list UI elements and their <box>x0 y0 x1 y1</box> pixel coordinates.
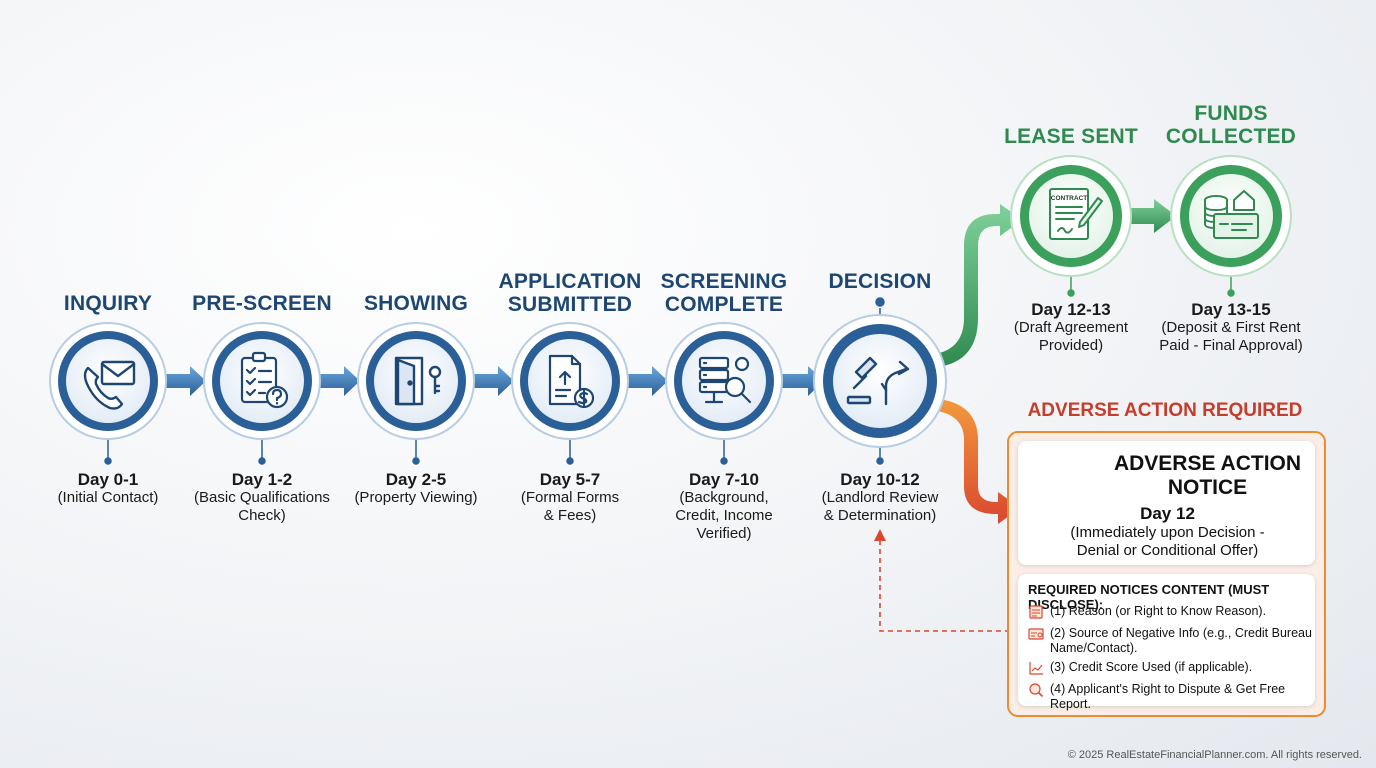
required-notices-card <box>1018 574 1315 706</box>
day-description: (Initial Contact) <box>57 489 159 506</box>
dispute-magnifier-icon <box>1029 683 1044 697</box>
clipboard-checklist-icon <box>240 351 289 409</box>
arrow-3-4 <box>468 366 514 396</box>
day-range: Day 2-5 <box>385 470 447 489</box>
required-item-1: (1) Reason (or Right to Know Reason). <box>1050 604 1316 619</box>
step-title-line: DECISION <box>828 270 932 293</box>
dashed-feedback-arrowhead <box>874 529 886 541</box>
score-chart-icon <box>1029 662 1043 675</box>
day-description: Credit, Income <box>675 507 773 524</box>
document-upload-icon <box>548 354 595 409</box>
required-item-2: (2) Source of Negative Info (e.g., Credi… <box>1050 626 1316 656</box>
adverse-action-heading: ADVERSE ACTION REQUIRED <box>1027 400 1303 421</box>
step-day-pre-screen: Day 1-2 (Basic Qualifications Check) <box>180 470 344 525</box>
step-title-line: SCREENING <box>660 270 788 293</box>
step-title-funds-collected: FUNDS COLLECTED <box>1156 102 1306 148</box>
step-day-showing: Day 2-5 (Property Viewing) <box>340 470 492 507</box>
required-item-4: (4) Applicant's Right to Dispute & Get F… <box>1050 682 1316 712</box>
adverse-notice-card <box>1018 441 1315 565</box>
day-description: (Deposit & First Rent <box>1161 319 1301 336</box>
step-title-inquiry: INQUIRY <box>38 292 178 315</box>
required-item-text: (2) Source of Negative Info (e.g., Credi… <box>1050 626 1312 640</box>
contract-icon: CONTRACT <box>1049 188 1103 240</box>
blue-connectors <box>160 366 824 396</box>
adverse-notice-description: (Immediately upon Decision - Denial or C… <box>1020 524 1315 560</box>
day-range: Day 10-12 <box>840 470 920 489</box>
step-title-line: SUBMITTED <box>507 293 633 316</box>
day-description: (Background, <box>679 489 769 506</box>
day-description: (Property Viewing) <box>354 489 478 506</box>
adverse-notice-title: ADVERSE ACTION NOTICE <box>1100 452 1315 500</box>
day-description: (Basic Qualifications <box>194 489 330 506</box>
step-title-line: COMPLETE <box>664 293 784 316</box>
step-title-application: APPLICATION SUBMITTED <box>490 270 650 316</box>
arrow-2-3 <box>314 366 360 396</box>
step-title-decision: DECISION <box>800 270 960 293</box>
step-day-funds-collected: Day 13-15 (Deposit & First Rent Paid - F… <box>1146 300 1316 355</box>
step-title-line: SHOWING <box>363 292 469 315</box>
day-range: Day 7-10 <box>689 470 759 489</box>
step-circle-decision <box>813 314 947 448</box>
green-branch-arrow <box>928 204 1022 368</box>
step-day-lease-sent: Day 12-13 (Draft Agreement Provided) <box>996 300 1146 355</box>
red-branch-arrow <box>928 398 1020 524</box>
gavel-split-arrow-icon <box>846 356 910 406</box>
step-title-lease-sent: LEASE SENT <box>996 125 1146 148</box>
arrow-4-5 <box>622 366 668 396</box>
step-title-pre-screen: PRE-SCREEN <box>182 292 342 315</box>
day-description: & Determination) <box>823 507 937 524</box>
credit-card-icon <box>1028 628 1044 640</box>
day-range: Day 1-2 <box>231 470 293 489</box>
day-range: Day 5-7 <box>539 470 601 489</box>
notice-title-line: ADVERSE ACTION <box>1113 452 1302 475</box>
required-notices-heading: REQUIRED NOTICES CONTENT (MUST DISCLOSE)… <box>1028 582 1270 612</box>
step-title-screening: SCREENING COMPLETE <box>644 270 804 316</box>
required-item-text: (1) Reason (or Right to Know Reason). <box>1050 604 1267 618</box>
step-title-showing: SHOWING <box>346 292 486 315</box>
day-description: (Draft Agreement <box>1013 319 1129 336</box>
step-title-line: COLLECTED <box>1165 125 1297 148</box>
adverse-notice-day: Day 12 <box>1140 504 1195 523</box>
step-day-inquiry: Day 0-1 (Initial Contact) <box>38 470 178 507</box>
step-title-line: INQUIRY <box>63 292 153 315</box>
contract-label: CONTRACT <box>1051 195 1087 202</box>
required-item-text: (3) Credit Score Used (if applicable). <box>1050 660 1253 674</box>
step-day-screening: Day 7-10 (Background, Credit, Income Ver… <box>649 470 799 543</box>
day-description: Verified) <box>696 525 752 542</box>
tick-lines <box>104 297 885 465</box>
day-description: Provided) <box>1038 337 1104 354</box>
server-magnifier-icon <box>698 356 752 404</box>
day-range: Day 12-13 <box>1031 300 1111 319</box>
required-item-3: (3) Credit Score Used (if applicable). <box>1050 660 1316 675</box>
step-title-line: FUNDS <box>1194 102 1268 125</box>
coins-house-check-icon <box>1204 190 1259 239</box>
day-description: & Fees) <box>543 507 597 524</box>
green-tick-lines <box>1067 276 1235 297</box>
required-item-text: (4) Applicant's Right to Dispute & Get F… <box>1050 682 1286 711</box>
step-day-application: Day 5-7 (Formal Forms & Fees) <box>495 470 645 525</box>
arrow-5-6 <box>776 366 824 396</box>
notice-description-line: (Immediately upon Decision - <box>1070 524 1265 541</box>
day-description: Check) <box>238 507 286 524</box>
step-title-line: LEASE SENT <box>1004 125 1138 148</box>
door-key-icon <box>394 356 442 406</box>
day-description: (Landlord Review <box>821 489 939 506</box>
required-item-text: Name/Contact). <box>1050 641 1138 655</box>
notice-title-line: NOTICE <box>1167 476 1248 499</box>
day-description: (Formal Forms <box>520 489 620 506</box>
day-range: Day 13-15 <box>1191 300 1271 319</box>
notice-description-line: Denial or Conditional Offer) <box>1076 542 1259 559</box>
green-arrow-lease-funds <box>1122 199 1176 233</box>
phone-envelope-icon <box>83 360 136 410</box>
reason-document-icon <box>1029 605 1043 619</box>
copyright-footer: © 2025 RealEstateFinancialPlanner.com. A… <box>1067 749 1362 761</box>
step-day-decision: Day 10-12 (Landlord Review & Determinati… <box>800 470 960 525</box>
arrow-1-2 <box>160 366 206 396</box>
step-title-line: APPLICATION <box>498 270 642 293</box>
day-range: Day 0-1 <box>77 470 139 489</box>
day-description: Paid - Final Approval) <box>1159 337 1303 354</box>
step-title-line: PRE-SCREEN <box>192 292 332 315</box>
dashed-feedback-line <box>879 540 1010 632</box>
